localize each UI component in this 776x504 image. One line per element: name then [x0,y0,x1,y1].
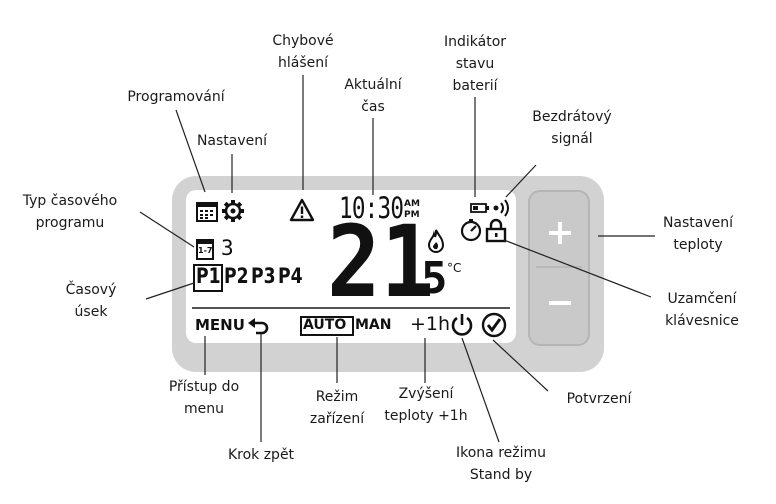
period-p1: P1 [196,264,221,288]
period-p4[interactable]: P4 [278,264,303,288]
plus-button[interactable] [530,198,588,268]
program-type-header [198,241,212,244]
standby-icon[interactable] [449,312,475,338]
temperature-value: 21 [327,205,435,320]
battery-icon [470,203,489,213]
temperature-unit: °C [447,261,462,275]
program-type-label: 1-7 [198,246,213,255]
back-arrow-icon[interactable] [247,316,271,336]
flame-icon [427,229,445,253]
pm-indicator: PM [404,210,420,220]
temperature-decimal: 5 [421,253,448,304]
confirm-check-icon[interactable] [480,311,508,339]
auto-mode-label: AUTO [303,317,347,333]
lcd-divider [192,307,510,309]
warning-icon [289,198,315,222]
program-number: 3 [221,236,234,260]
manual-mode-label[interactable]: MAN [355,317,392,333]
callout-nastaveni: Nastavení [196,133,268,149]
boost-label[interactable]: +1h [410,313,451,335]
current-time: 10:30 [339,191,404,225]
minus-button[interactable] [530,268,588,338]
callout-krok: Krok zpět [227,447,295,463]
program-type-badge: 1-7 [196,239,214,260]
callout-programovani: Programování [127,89,225,105]
period-p2[interactable]: P2 [224,264,249,288]
period-p3[interactable]: P3 [251,264,276,288]
temperature-button-panel [528,190,590,346]
gear-icon [222,200,244,222]
minus-icon [549,301,571,305]
auto-mode-box[interactable] [300,316,354,336]
menu-label[interactable]: MENU [195,316,245,334]
timer-icon [460,219,482,242]
am-indicator: AM [404,199,420,209]
plus-icon [549,222,571,244]
callout-potvrzeni: Potvrzení [566,391,632,407]
lock-icon [485,218,507,243]
wireless-signal-icon [493,199,509,217]
period-p1-box[interactable] [193,264,223,292]
calendar-icon [196,202,218,222]
